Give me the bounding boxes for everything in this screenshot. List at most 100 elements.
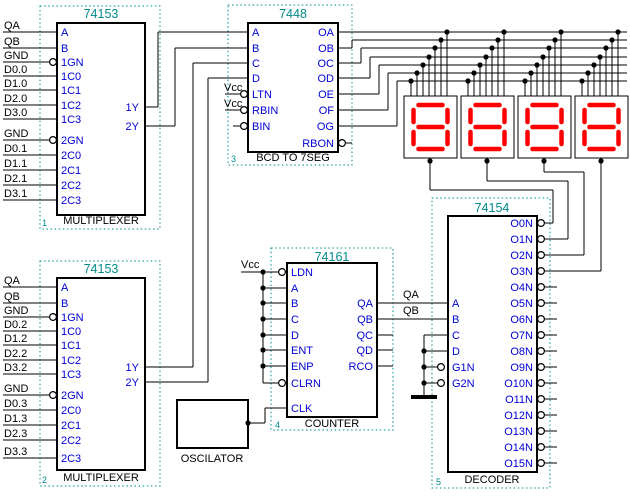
inversion-bubble-icon — [536, 283, 545, 292]
junction-dot — [579, 78, 585, 84]
mux2-input-label: D1.3 — [4, 413, 27, 425]
mux2-input-label: QB — [4, 291, 20, 303]
counter-caption: COUNTER — [305, 418, 359, 430]
mux1-output-label: 2Y — [126, 121, 140, 133]
bcd-pin-label: A — [252, 27, 260, 39]
counter-pin-label: QA — [357, 298, 374, 310]
decoder-pin-label: A — [452, 298, 460, 310]
junction-dot — [414, 70, 420, 76]
mux1-input-label: D0.1 — [4, 143, 27, 155]
inversion-bubble-icon — [536, 379, 545, 388]
junction-dot — [421, 380, 427, 386]
mux2-input-label: QA — [4, 275, 21, 287]
bcd-pin-label: BIN — [252, 121, 270, 133]
bcd-pin-label: OF — [319, 105, 335, 117]
bcd-pin-label: OB — [318, 43, 334, 55]
counter-pin-label: RCO — [349, 361, 374, 373]
oscillator-body[interactable] — [176, 399, 249, 449]
junction-dot — [484, 158, 490, 164]
bcd-pin-label: D — [252, 73, 260, 85]
junction-dot — [421, 348, 427, 354]
junction-dot — [598, 158, 604, 164]
mux1-pin-label: 2GN — [61, 135, 84, 147]
decoder-body[interactable] — [447, 215, 538, 473]
bcd-boundary — [227, 4, 353, 166]
inversion-bubble-icon — [536, 299, 545, 308]
decoder-pin-label: O12N — [504, 410, 533, 422]
junction-dot — [260, 300, 266, 306]
decoder-pin-label: O2N — [510, 250, 533, 262]
mux2-title: 74153 — [84, 262, 119, 276]
mux1-output-label: 1Y — [126, 102, 140, 114]
inversion-bubble-icon — [278, 379, 287, 388]
mux2-pin-label: 2C1 — [61, 420, 81, 432]
decoder-pin-label: O6N — [510, 314, 533, 326]
bcd-pin-label: OC — [318, 58, 335, 70]
counter-pin-label: LDN — [291, 267, 313, 279]
decoder-pin-label: O4N — [510, 282, 533, 294]
decoder-pin-label: O9N — [510, 362, 533, 374]
junction-dot — [585, 70, 591, 76]
counter-pin-label: QD — [357, 345, 374, 357]
mux2-input-label: GND — [4, 383, 29, 395]
mux2-pin-label: 2GN — [61, 390, 84, 402]
mux1-input-label: D3.0 — [4, 107, 27, 119]
bcd-pin-label: RBIN — [252, 105, 278, 117]
mux2-pin-label: 1C0 — [61, 326, 81, 338]
decoder-pin-label: O5N — [510, 298, 533, 310]
inversion-bubble-icon — [536, 251, 545, 260]
junction-dot — [528, 70, 534, 76]
inversion-bubble-icon — [536, 235, 545, 244]
decoder-pin-label: B — [452, 314, 459, 326]
mux1-title: 74153 — [84, 7, 119, 21]
mux2-designator: 2 — [42, 475, 47, 485]
inversion-bubble-icon — [536, 443, 545, 452]
mux1-body[interactable] — [56, 22, 146, 216]
mux1-pin-label: 1C1 — [61, 85, 81, 97]
decoder-boundary — [431, 197, 551, 489]
inversion-bubble-icon — [536, 347, 545, 356]
junction-dot — [444, 29, 450, 35]
inversion-bubble-icon — [536, 315, 545, 324]
mux1-boundary — [39, 5, 161, 230]
decoder-pin-label: O15N — [504, 458, 533, 470]
net-label-qb: QB — [403, 305, 419, 317]
inversion-bubble-icon — [536, 331, 545, 340]
mux1-pin-label: 2C3 — [61, 195, 81, 207]
inversion-bubble-icon — [536, 267, 545, 276]
decoder-pin-label: O0N — [510, 218, 533, 230]
mux1-input-label: D2.0 — [4, 93, 27, 105]
bcd-pin-label: B — [252, 43, 259, 55]
mux1-caption: MULTIPLEXER — [63, 215, 139, 227]
mux1-pin-label: 1GN — [61, 57, 84, 69]
inversion-bubble-icon — [48, 391, 57, 400]
mux2-input-label: D3.3 — [4, 446, 27, 458]
bcd-body[interactable] — [247, 22, 339, 153]
junction-dot — [420, 62, 426, 68]
inversion-bubble-icon — [437, 363, 446, 372]
counter-pin-label: CLK — [291, 403, 313, 415]
mux1-input-label: D1.0 — [4, 78, 27, 90]
counter-pin-label: C — [291, 314, 299, 326]
mux2-input-label: GND — [4, 305, 29, 317]
junction-dot — [558, 29, 564, 35]
counter-pin-label: B — [291, 298, 298, 310]
bcd-pin-label: OD — [318, 73, 335, 85]
decoder-pin-label: O3N — [510, 266, 533, 278]
mux2-body[interactable] — [56, 277, 146, 471]
bcd-pin-label: OE — [318, 89, 334, 101]
junction-dot — [552, 37, 558, 43]
bcd-caption: BCD TO 7SEG — [256, 152, 330, 164]
inversion-bubble-icon — [536, 363, 545, 372]
mux1-input-label: GND — [4, 128, 29, 140]
counter-body[interactable] — [286, 262, 378, 418]
mux1-pin-label: 1C3 — [61, 114, 81, 126]
decoder-pin-label: O14N — [504, 442, 533, 454]
inversion-bubble-icon — [536, 427, 545, 436]
counter-pin-label: A — [291, 283, 299, 295]
decoder-caption: DECODER — [464, 474, 519, 486]
junction-dot — [541, 158, 547, 164]
junction-dot — [546, 45, 552, 51]
inversion-bubble-icon — [536, 395, 545, 404]
decoder-pin-label: O7N — [510, 330, 533, 342]
